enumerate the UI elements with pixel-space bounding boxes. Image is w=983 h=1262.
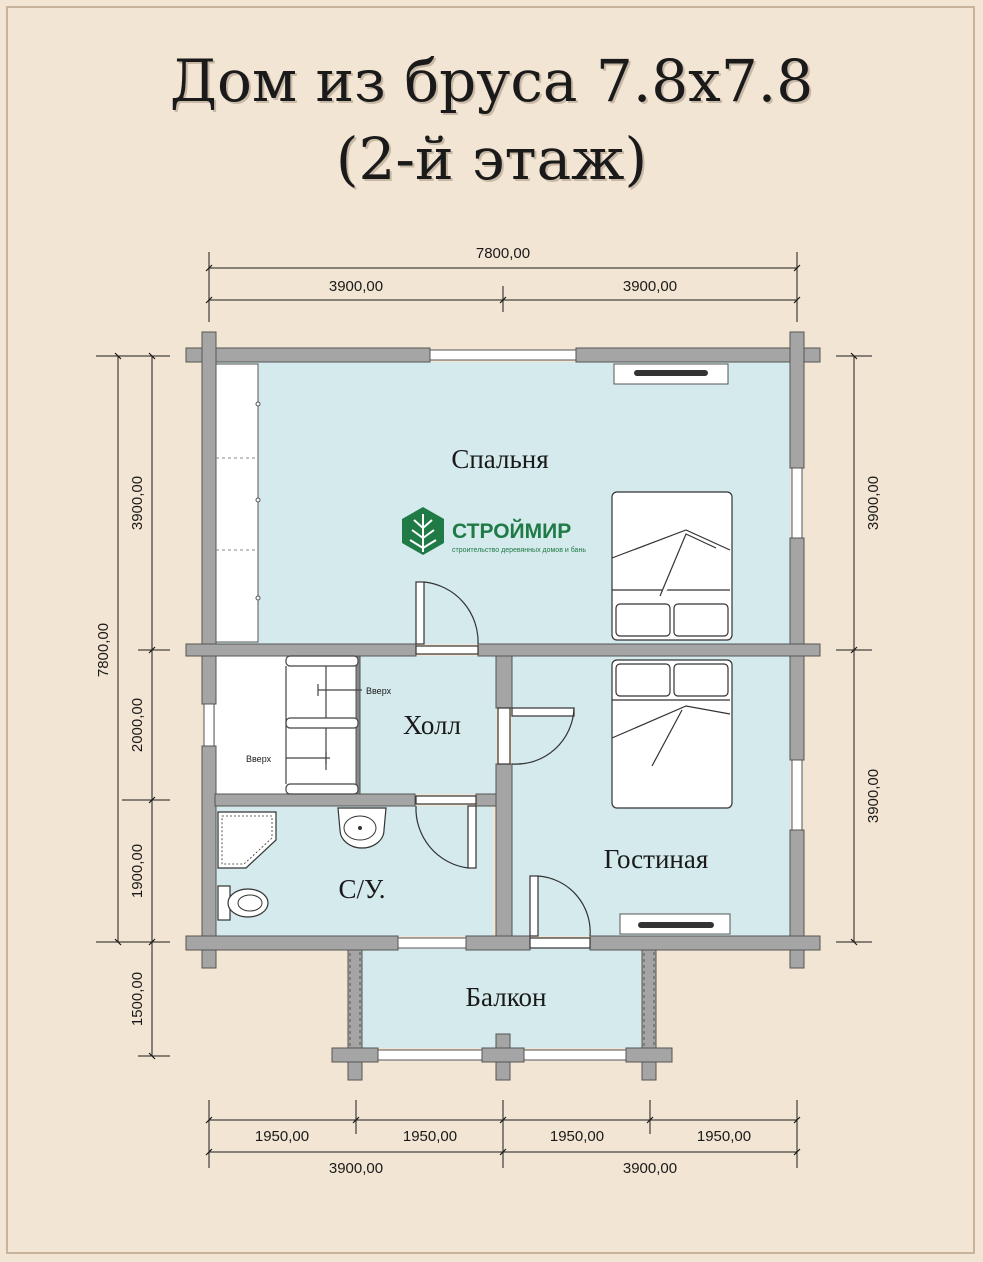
plan-subtitle: (2-й этаж): [335, 125, 648, 193]
door-balcony-gap: [529, 937, 591, 949]
dim-top-right: 3900,00: [623, 278, 677, 295]
company-logo: СТРОЙМИР строительство деревянных домов …: [402, 507, 586, 555]
balcony-rail-center: [481, 1047, 525, 1063]
room-label-living: Гостиная: [604, 844, 709, 874]
windows: [203, 349, 803, 1061]
dim-bottom-right-total: 3900,00: [623, 1160, 677, 1177]
hall-floor: [360, 656, 496, 794]
dim-bottom-3: 1950,00: [550, 1128, 604, 1145]
wall-mid-right: [477, 643, 821, 657]
dim-right-1: 3900,00: [865, 476, 882, 530]
door-bedroom-gap: [415, 645, 479, 655]
wall-bottom-a: [185, 935, 399, 951]
plan-title: Дом из бруса 7.8х7.8: [169, 47, 814, 115]
balcony-rail-right: [625, 1047, 673, 1063]
wall-bottom-c: [589, 935, 821, 951]
door-balcony-leaf: [529, 875, 539, 937]
door-balcony-swing: [537, 875, 591, 937]
door-bedroom-leaf: [415, 581, 425, 645]
wall-right-upper: [789, 331, 805, 469]
room-label-bedroom: Спальня: [451, 444, 548, 474]
dim-top-total: 7800,00: [476, 245, 530, 262]
window-balcony-left: [377, 1049, 483, 1061]
window-right-lower: [791, 759, 803, 831]
window-bottom-bath: [397, 937, 467, 949]
doors: [415, 581, 591, 949]
logo-name: СТРОЙМИР: [452, 519, 571, 543]
wall-left-lower: [201, 745, 217, 969]
bed-living: [611, 659, 733, 809]
window-left: [203, 703, 215, 747]
room-label-hall: Холл: [403, 710, 461, 740]
balcony-floor: [362, 948, 642, 1048]
radiators: [613, 363, 731, 935]
stair-up-label-1: Вверх: [366, 686, 392, 696]
walls: [185, 331, 821, 1081]
window-balcony-right: [523, 1049, 627, 1061]
dim-left-1: 3900,00: [129, 476, 146, 530]
wardrobe: [215, 363, 261, 643]
room-label-bathroom: С/У.: [339, 874, 386, 904]
room-label-balcony: Балкон: [466, 982, 547, 1012]
stair-up-label-2: Вверх: [246, 754, 272, 764]
wall-mid-left: [185, 643, 417, 657]
dim-bottom-left-total: 3900,00: [329, 1160, 383, 1177]
bed-bedroom: [611, 491, 733, 641]
dim-right-2: 3900,00: [865, 769, 882, 823]
dim-top-left: 3900,00: [329, 278, 383, 295]
dim-bottom-2: 1950,00: [403, 1128, 457, 1145]
wall-bottom-b: [465, 935, 531, 951]
door-bath-leaf: [467, 805, 477, 869]
toilet: [217, 885, 269, 921]
balcony-rail-left: [331, 1047, 379, 1063]
sink: [337, 807, 387, 849]
window-right-upper: [791, 467, 803, 539]
door-bath-swing: [415, 805, 469, 869]
dim-bottom-1: 1950,00: [255, 1128, 309, 1145]
door-living-swing: [511, 707, 575, 765]
wall-top-left: [185, 347, 431, 363]
door-bedroom-swing: [423, 581, 479, 645]
shower: [217, 811, 277, 869]
wall-center-lower: [495, 763, 513, 937]
wall-center-upper: [495, 655, 513, 709]
dim-left-3: 1900,00: [129, 844, 146, 898]
wall-top-right: [575, 347, 821, 363]
dim-left-4: 1500,00: [129, 972, 146, 1026]
logo-tagline: строительство деревянных домов и бань: [452, 546, 586, 554]
dim-left-2: 2000,00: [129, 698, 146, 752]
door-living-gap: [497, 707, 511, 765]
wall-bath-top-left: [214, 793, 416, 807]
dimension-lines: [96, 252, 872, 1168]
dim-left-total: 7800,00: [95, 623, 112, 677]
window-top: [429, 349, 577, 361]
dim-bottom-4: 1950,00: [697, 1128, 751, 1145]
door-living-leaf: [511, 707, 575, 717]
door-bath-gap: [415, 795, 477, 805]
staircase: [285, 655, 362, 795]
